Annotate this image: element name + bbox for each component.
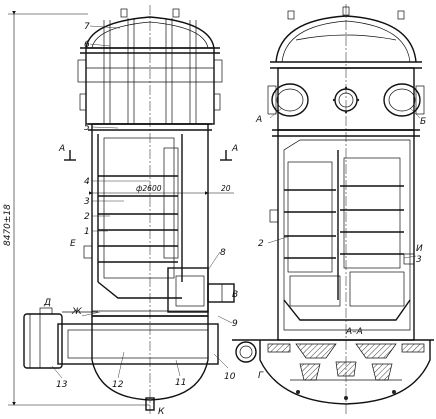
lower-coil-left — [289, 275, 341, 307]
gap-label: 20 — [221, 184, 231, 193]
callout-11: 11 — [175, 378, 186, 388]
longitudinal-section-view — [8, 5, 235, 414]
nozzle-right — [213, 59, 223, 83]
callout-3: 3 — [84, 197, 90, 207]
section-mark-label-left: А — [58, 144, 65, 154]
section-mark-A — [64, 150, 232, 161]
diameter-label: ф2600 — [136, 184, 162, 193]
lifting-lug — [172, 8, 180, 18]
callout-5: 5 — [84, 123, 90, 133]
callout-leaders — [51, 25, 233, 379]
letter-D: Д — [43, 298, 51, 308]
lower-coil-right — [349, 271, 405, 307]
right-tube-bundle-right — [343, 157, 401, 269]
outlet-nozzle-V — [207, 283, 235, 303]
nozzle-G — [235, 341, 257, 363]
callout-13: 13 — [56, 380, 68, 390]
callout-10: 10 — [224, 372, 236, 382]
callout-9: 9 — [232, 319, 238, 329]
nozzle-A-label: А — [255, 115, 262, 125]
right-tube-bundle-left — [287, 161, 333, 273]
nozzle-E — [83, 245, 93, 259]
letter-E: Е — [70, 239, 76, 249]
lower-drum — [57, 323, 219, 365]
callout-1: 1 — [84, 227, 90, 237]
callout-7: 7 — [84, 22, 90, 32]
nozzle-K — [145, 397, 155, 411]
letter-V: В — [232, 290, 238, 300]
tie-rods — [103, 18, 197, 124]
section-title: А–А — [345, 327, 363, 337]
bottom-head — [91, 316, 209, 401]
baffle-plates — [98, 175, 178, 263]
lifting-lug — [397, 10, 405, 20]
callout-8: 8 — [220, 248, 226, 258]
nozzle-B — [383, 83, 425, 117]
nozzle-D — [39, 307, 53, 315]
external-view — [232, 4, 434, 414]
callout-6: 6 — [84, 40, 90, 50]
nozzle-left — [77, 59, 87, 83]
callout-2-right: 2 — [258, 239, 264, 249]
tube-bundle — [103, 137, 175, 279]
lifting-lug — [287, 10, 295, 20]
nozzle-I — [403, 253, 415, 265]
nozzle-A — [267, 83, 309, 117]
lifting-lug — [120, 8, 128, 18]
letter-G: Г — [258, 371, 264, 381]
nozzle-B-label: Б — [420, 117, 426, 127]
overall-height-dimension — [8, 11, 150, 406]
section-A-A — [232, 339, 434, 405]
letter-Zh: Ж — [71, 307, 82, 317]
section-mark-label-right: А — [231, 144, 238, 154]
callout-12: 12 — [112, 380, 124, 390]
text-labels: 8470±18 ф2600 20 А А 1 2 3 4 5 6 7 8 9 1… — [3, 22, 426, 417]
overall-height-label: 8470±18 — [3, 204, 13, 246]
letter-K: К — [158, 407, 165, 417]
callout-3-right: 3 — [416, 255, 422, 265]
callout-2: 2 — [84, 212, 90, 222]
letter-I: И — [416, 244, 423, 254]
callout-4: 4 — [84, 177, 90, 187]
